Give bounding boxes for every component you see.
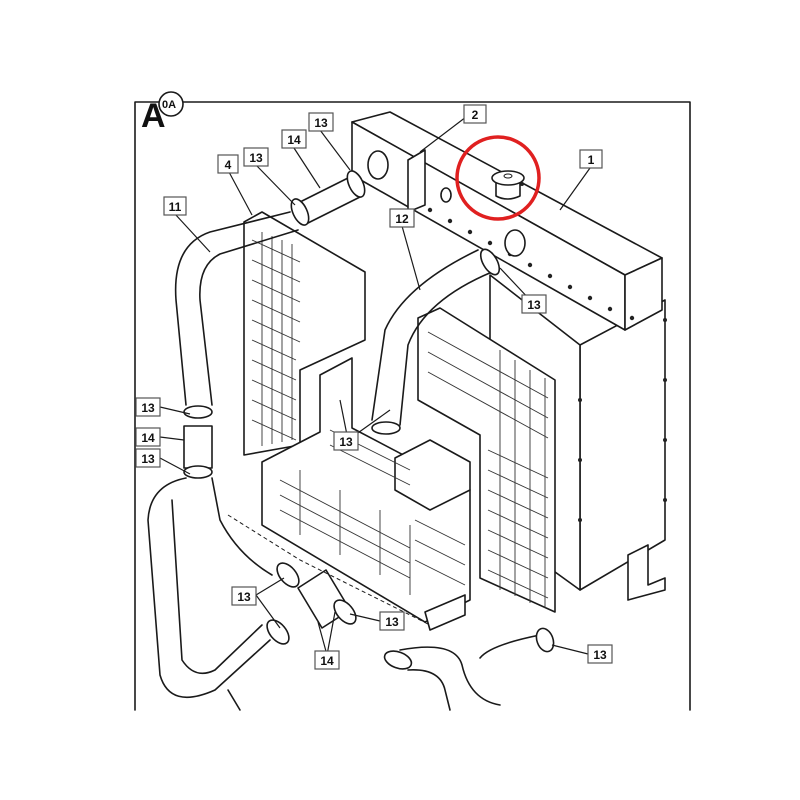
radiator-side-panel bbox=[579, 299, 666, 591]
callout-4: 4 bbox=[217, 154, 239, 174]
callout-13: 13 bbox=[243, 147, 269, 167]
callout-14: 14 bbox=[281, 129, 307, 149]
callout-12: 12 bbox=[389, 208, 415, 228]
hose-12-outer bbox=[371, 249, 479, 421]
clamp-center-bottom bbox=[371, 421, 401, 435]
callout-13: 13 bbox=[333, 431, 359, 451]
tank-outlet bbox=[504, 229, 526, 257]
clamp-upper-a bbox=[290, 198, 310, 226]
svg-text:13: 13 bbox=[141, 452, 155, 466]
left-grille-panel bbox=[243, 211, 366, 456]
lower-box-ribs bbox=[299, 470, 411, 595]
hose-11-inner bbox=[199, 229, 299, 406]
clamp-lower-a bbox=[276, 562, 300, 588]
floor-outline bbox=[227, 514, 431, 626]
callout-13: 13 bbox=[231, 586, 257, 606]
svg-text:13: 13 bbox=[339, 435, 353, 449]
svg-text:14: 14 bbox=[141, 431, 155, 445]
lower-box-tab bbox=[424, 594, 466, 631]
view-sub: 0A bbox=[162, 99, 176, 111]
right-panel-face bbox=[417, 307, 556, 613]
mount-bracket bbox=[627, 544, 666, 601]
callout-14: 14 bbox=[135, 427, 161, 447]
clamp-lower-c bbox=[266, 619, 290, 645]
lower-grille-box bbox=[261, 357, 471, 631]
side-bolts bbox=[578, 318, 667, 522]
lower-box-slats bbox=[279, 429, 466, 586]
svg-text:13: 13 bbox=[527, 298, 541, 312]
cap-neck bbox=[495, 181, 521, 200]
clamp-center-top bbox=[479, 248, 501, 276]
radiator-cap[interactable] bbox=[491, 170, 525, 200]
svg-text:2: 2 bbox=[472, 108, 479, 122]
left-panel-ribs bbox=[261, 232, 293, 446]
callout-13: 13 bbox=[135, 397, 161, 417]
hose-lower-inner bbox=[171, 499, 263, 675]
svg-text:14: 14 bbox=[320, 654, 334, 668]
callout-13: 13 bbox=[308, 112, 334, 132]
svg-text:13: 13 bbox=[141, 401, 155, 415]
lower-box-top bbox=[394, 439, 471, 511]
clamp-upper-b bbox=[346, 170, 366, 198]
hose-12-inner bbox=[399, 271, 493, 426]
hose-lower-upper bbox=[211, 477, 273, 576]
view-sub-circle bbox=[158, 91, 184, 117]
leader-lines bbox=[159, 116, 591, 656]
svg-text:1: 1 bbox=[588, 153, 595, 167]
hose-lower-exit bbox=[227, 689, 241, 711]
clamp-right-a bbox=[383, 650, 413, 670]
svg-text:13: 13 bbox=[249, 151, 263, 165]
highlight-circle bbox=[455, 135, 541, 221]
clamp-left-a bbox=[183, 405, 213, 419]
svg-text:11: 11 bbox=[169, 200, 182, 214]
callout-11: 11 bbox=[163, 196, 187, 216]
right-panel-ribs bbox=[499, 350, 546, 608]
hose-11-outer bbox=[174, 211, 291, 406]
left-panel-face bbox=[243, 211, 366, 456]
hose-14-left bbox=[183, 425, 213, 469]
frame-border bbox=[134, 101, 691, 711]
clamp-left-b bbox=[183, 465, 213, 479]
tank-bracket bbox=[407, 149, 426, 213]
tank-inlet bbox=[367, 150, 389, 180]
cap-center bbox=[503, 173, 513, 179]
tank-port bbox=[440, 187, 452, 203]
hose-right-inner bbox=[407, 669, 451, 711]
hose-right-outer bbox=[399, 646, 501, 706]
callout-14: 14 bbox=[314, 650, 340, 670]
right-grille-panel bbox=[417, 307, 556, 613]
svg-text:13: 13 bbox=[385, 615, 399, 629]
svg-text:13: 13 bbox=[314, 116, 328, 130]
callout-13: 13 bbox=[135, 448, 161, 468]
callout-13: 13 bbox=[379, 611, 405, 631]
hose-lower-outer bbox=[147, 477, 271, 699]
clamp-lower-b bbox=[333, 599, 357, 625]
svg-text:12: 12 bbox=[395, 212, 409, 226]
svg-text:4: 4 bbox=[225, 158, 232, 172]
clamp-right-b bbox=[535, 627, 555, 653]
view-label: A 0A bbox=[141, 91, 184, 135]
svg-text:14: 14 bbox=[287, 133, 301, 147]
svg-text:13: 13 bbox=[237, 590, 251, 604]
svg-text:13: 13 bbox=[593, 648, 607, 662]
callout-13: 13 bbox=[521, 294, 547, 314]
callout-13: 13 bbox=[587, 644, 613, 664]
callout-1: 1 bbox=[579, 149, 603, 169]
left-panel-slats bbox=[251, 239, 301, 441]
right-panel-slats bbox=[427, 331, 549, 599]
tank-end bbox=[624, 257, 663, 331]
callout-2: 2 bbox=[463, 104, 487, 124]
hose-right-top bbox=[479, 634, 541, 659]
